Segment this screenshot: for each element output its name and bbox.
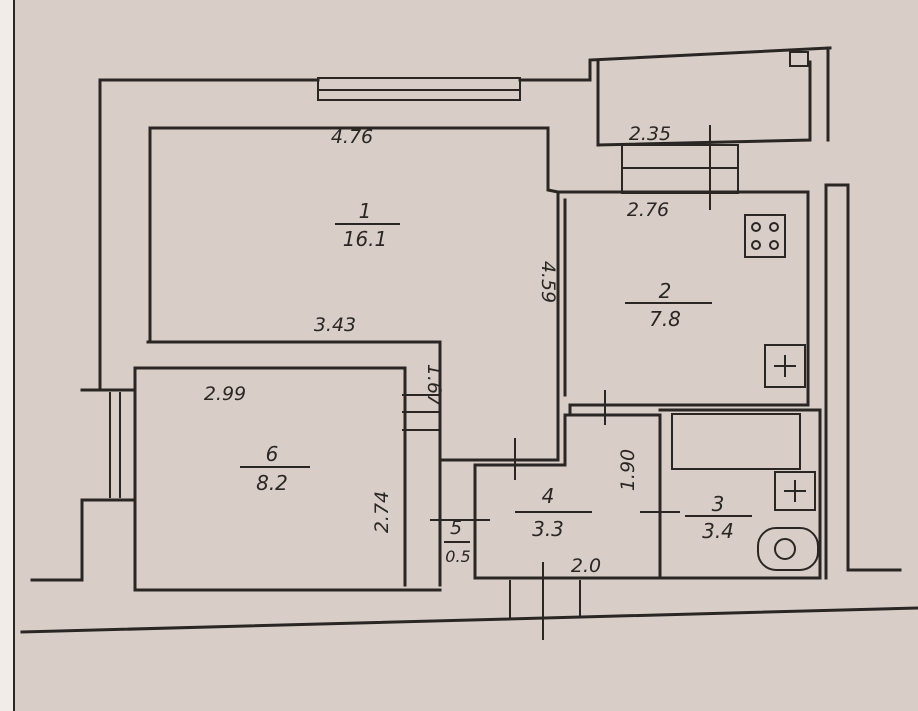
- paper-margin: [0, 0, 14, 711]
- room-5-area: 0.5: [445, 547, 470, 566]
- room-3-area: 3.4: [702, 519, 734, 543]
- dim-room1-lower-width: 3.43: [314, 314, 356, 336]
- dim-hall-width: 2.0: [571, 555, 601, 577]
- dim-room1-depth: 4.59: [537, 261, 559, 303]
- room-4-area: 3.3: [532, 517, 564, 541]
- room-5-number: 5: [450, 517, 462, 539]
- washbasin-icon: [774, 471, 816, 511]
- room-2-area: 7.8: [649, 307, 681, 331]
- sink-icon: [764, 344, 806, 388]
- dim-hall-depth: 1.90: [617, 449, 639, 491]
- room-2-number: 2: [659, 279, 672, 303]
- room-1-area: 16.1: [343, 227, 388, 251]
- room-3-number: 3: [712, 492, 725, 516]
- room-labels: 1 16.1 2 7.8 3 3.4 4 3.3 5 0.5 6 8.2: [240, 199, 752, 566]
- dim-balcony-width: 2.35: [629, 123, 671, 145]
- dim-kitchen-width: 2.76: [627, 199, 669, 221]
- toilet-icon: [757, 527, 819, 571]
- dim-room6-width: 2.99: [204, 383, 246, 405]
- dim-room1-width: 4.76: [331, 126, 373, 148]
- room-4-number: 4: [542, 484, 555, 508]
- walls: [20, 46, 918, 640]
- dim-closet-depth: 1.67: [423, 364, 445, 406]
- room-6-area: 8.2: [256, 471, 288, 495]
- dimension-labels: 4.76 4.59 3.43 2.35 2.76 1.67 2.99 2.74 …: [204, 123, 671, 577]
- dim-room6-depth: 2.74: [371, 491, 393, 533]
- room-6-number: 6: [266, 442, 279, 466]
- room-1-number: 1: [359, 199, 372, 223]
- stove-icon: [744, 214, 786, 258]
